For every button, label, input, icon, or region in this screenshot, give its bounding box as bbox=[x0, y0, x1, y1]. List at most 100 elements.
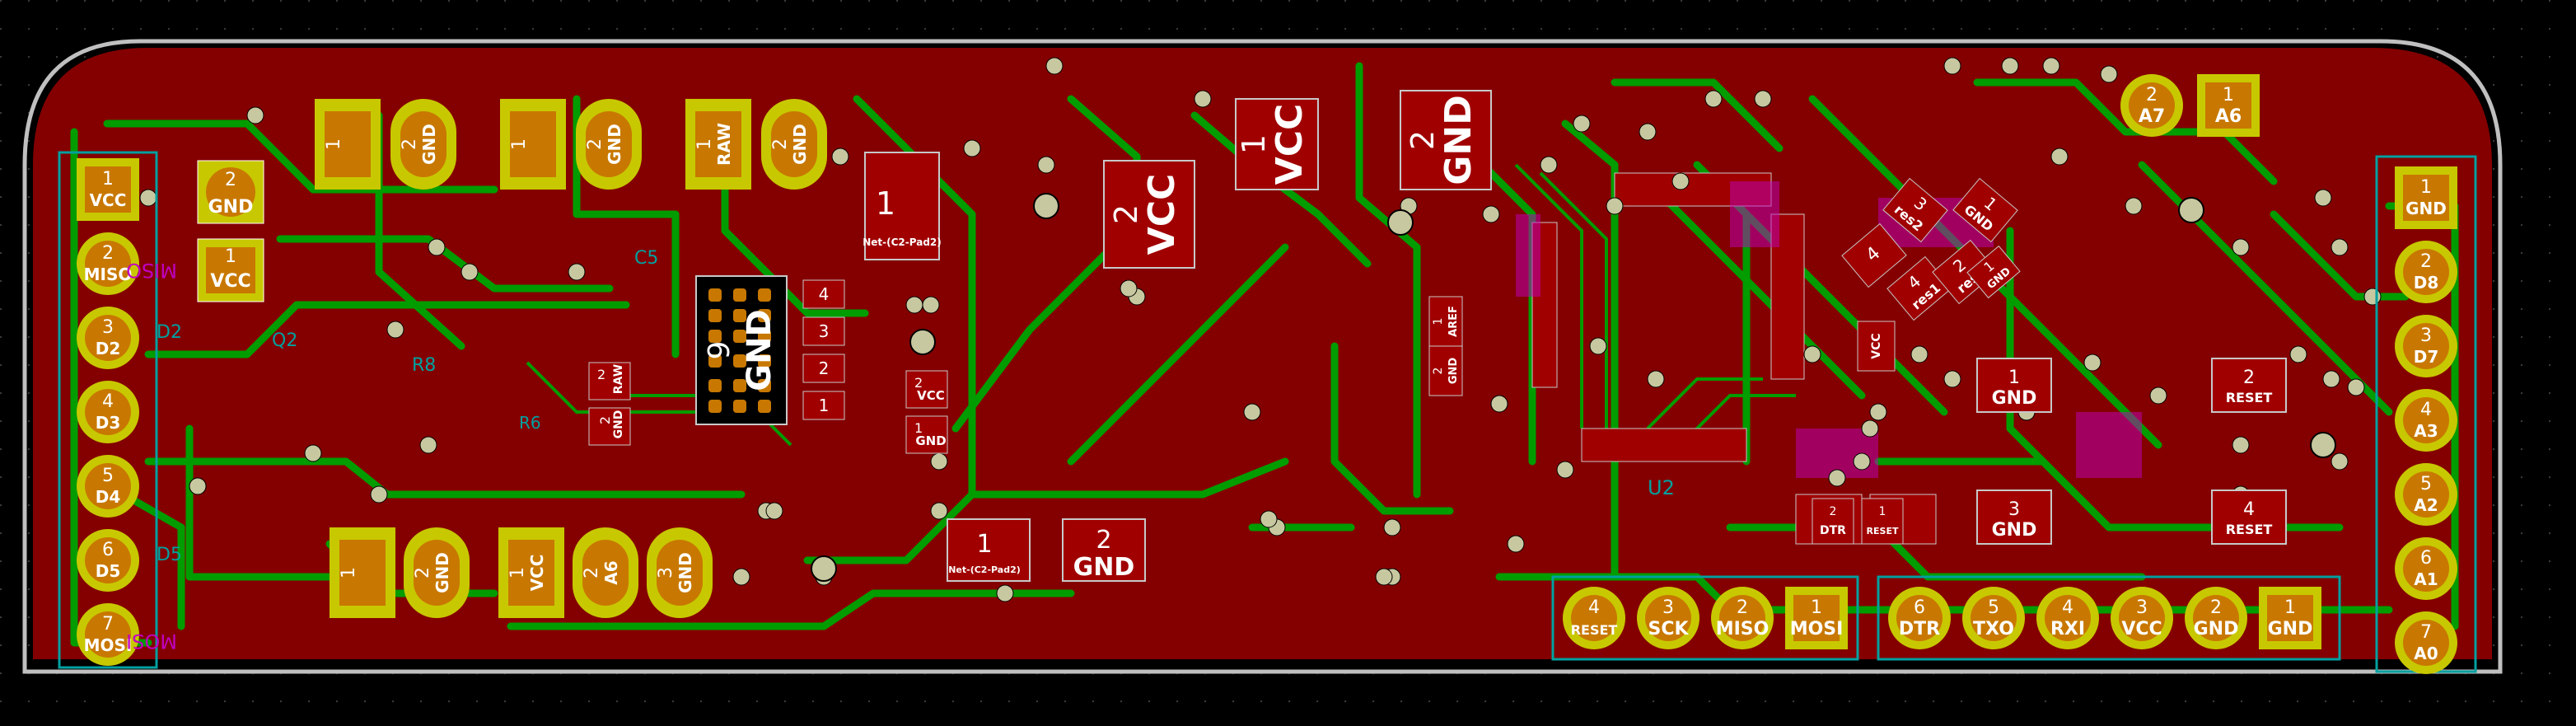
silk-d5: D5 bbox=[157, 545, 182, 565]
big-pad-2-num: 2 bbox=[1108, 204, 1144, 224]
bottom-isp-header-pin-label: MISO bbox=[1716, 619, 1770, 639]
right-header-pin-7[interactable]: 7A0 bbox=[2395, 611, 2457, 674]
left-header bbox=[58, 151, 158, 669]
center-small-pad-1-label: VCC bbox=[917, 388, 945, 403]
right-header-pin-num: 2 bbox=[2420, 251, 2432, 272]
top-left-pair-2-a-label: RAW bbox=[714, 123, 734, 166]
right-header-pin-5[interactable]: 5A2 bbox=[2395, 463, 2457, 526]
top-left-pair-0-a[interactable]: 1 bbox=[315, 99, 381, 190]
right-header-pin-num: 6 bbox=[2420, 548, 2432, 569]
top-left-pair-2-b-label: GND bbox=[790, 124, 810, 165]
left-aux-gnd-num: 2 bbox=[225, 170, 236, 190]
bottom-ftdi-header-pin-num: 3 bbox=[2136, 597, 2148, 618]
left-header-pin-4[interactable]: 4D3 bbox=[77, 381, 139, 443]
left-header-pin-5[interactable]: 5D4 bbox=[77, 455, 139, 518]
right-section-pads: 1 GND 2 RESET 3 GND 4 RESET 2 DTR 1 RESE… bbox=[1812, 321, 2287, 545]
top-right-pad-label: A6 bbox=[2215, 106, 2242, 127]
right-header-pin-label: GND bbox=[2405, 199, 2447, 218]
big-pad-2-label: VCC bbox=[1141, 174, 1183, 255]
center-small-pad-4-num: 2 bbox=[597, 416, 613, 424]
top-right-pad-A6[interactable]: 1A6 bbox=[2197, 74, 2260, 137]
right-header-pin-num: 7 bbox=[2420, 622, 2432, 643]
top-left-pair-0-a-num: 1 bbox=[324, 138, 344, 150]
left-header-pin-label: D4 bbox=[96, 487, 121, 507]
left-aux-pads: 2 GND 1 VCC bbox=[197, 160, 264, 302]
right-header-pin-label: D8 bbox=[2414, 273, 2439, 293]
right-header-pin-num: 5 bbox=[2420, 474, 2432, 494]
big-pad-6-label: GND bbox=[1073, 553, 1135, 582]
left-header-pin-num: 2 bbox=[102, 243, 114, 264]
bottom-isp-header-pin-num: 1 bbox=[1811, 597, 1822, 618]
left-header-pin-label: MOSI bbox=[84, 635, 133, 655]
big-pad-5-num: 1 bbox=[976, 530, 992, 559]
center-small-pad-1-num: 2 bbox=[914, 375, 923, 391]
bottom-ftdi-header-pin-label: GND bbox=[2268, 619, 2313, 639]
top-left-pair-1-a[interactable]: 1 bbox=[500, 99, 566, 190]
top-left-pair-1-b-label: GND bbox=[605, 124, 624, 165]
rs-gnd1-num: 1 bbox=[2008, 368, 2020, 388]
rs-reset4-num: 4 bbox=[2243, 499, 2255, 520]
right-header-pin-3[interactable]: 3D7 bbox=[2395, 315, 2457, 377]
right-header-pin-6[interactable]: 6A1 bbox=[2395, 537, 2457, 600]
rs-gnd3-label: GND bbox=[1992, 520, 2037, 541]
bottom-isp-header-pin-num: 2 bbox=[1737, 597, 1748, 618]
bottom-left-pad-2-label: VCC bbox=[527, 555, 547, 592]
top-right-pad-A7[interactable]: 2A7 bbox=[2120, 74, 2183, 137]
top-left-pair-2-a-num: 1 bbox=[694, 138, 715, 150]
rs-dtr-label: DTR bbox=[1820, 524, 1846, 537]
aref-pads: 1 AREF 2 GND bbox=[1428, 296, 1463, 396]
bottom-ftdi-header-pin-num: 6 bbox=[1914, 597, 1925, 618]
left-header-pin-num: 6 bbox=[102, 540, 114, 560]
large-vias bbox=[811, 193, 2336, 582]
left-header-pin-label: D5 bbox=[96, 561, 121, 581]
bottom-isp-header-pin-num: 4 bbox=[1588, 597, 1600, 618]
big-pad-4-num: 2 bbox=[1405, 130, 1441, 150]
top-right-pad-num: 2 bbox=[2146, 85, 2158, 105]
right-header-pin-label: A0 bbox=[2414, 644, 2438, 663]
left-header-pin-3[interactable]: 3D2 bbox=[77, 307, 139, 369]
right-header-pin-4[interactable]: 4A3 bbox=[2395, 389, 2457, 452]
aref-gnd-label: GND bbox=[1447, 358, 1460, 385]
rotated-pads: 3 res2 1 GND 4 4 res1 2 res1 1 GND bbox=[1841, 177, 2021, 321]
bottom-left-pad-0[interactable]: 1 bbox=[330, 527, 395, 618]
left-header-pin-6[interactable]: 6D5 bbox=[77, 529, 139, 592]
bottom-left-pad-1-num: 2 bbox=[413, 567, 433, 578]
center-small-pad-2-label: GND bbox=[915, 433, 946, 448]
right-header-pin-2[interactable]: 2D8 bbox=[2395, 241, 2457, 303]
center-small-pad-4-label: GND bbox=[612, 410, 625, 439]
right-header-pin-num: 1 bbox=[2420, 177, 2432, 198]
bottom-left-pad-0-num: 1 bbox=[339, 567, 359, 578]
bottom-left-pad-3-num: 2 bbox=[582, 567, 602, 578]
rs-reset2-num: 2 bbox=[2243, 368, 2255, 388]
silk-miso: MISO bbox=[126, 259, 177, 282]
silk-c5: C5 bbox=[634, 248, 658, 269]
magenta-silk-areas bbox=[1516, 181, 2142, 478]
